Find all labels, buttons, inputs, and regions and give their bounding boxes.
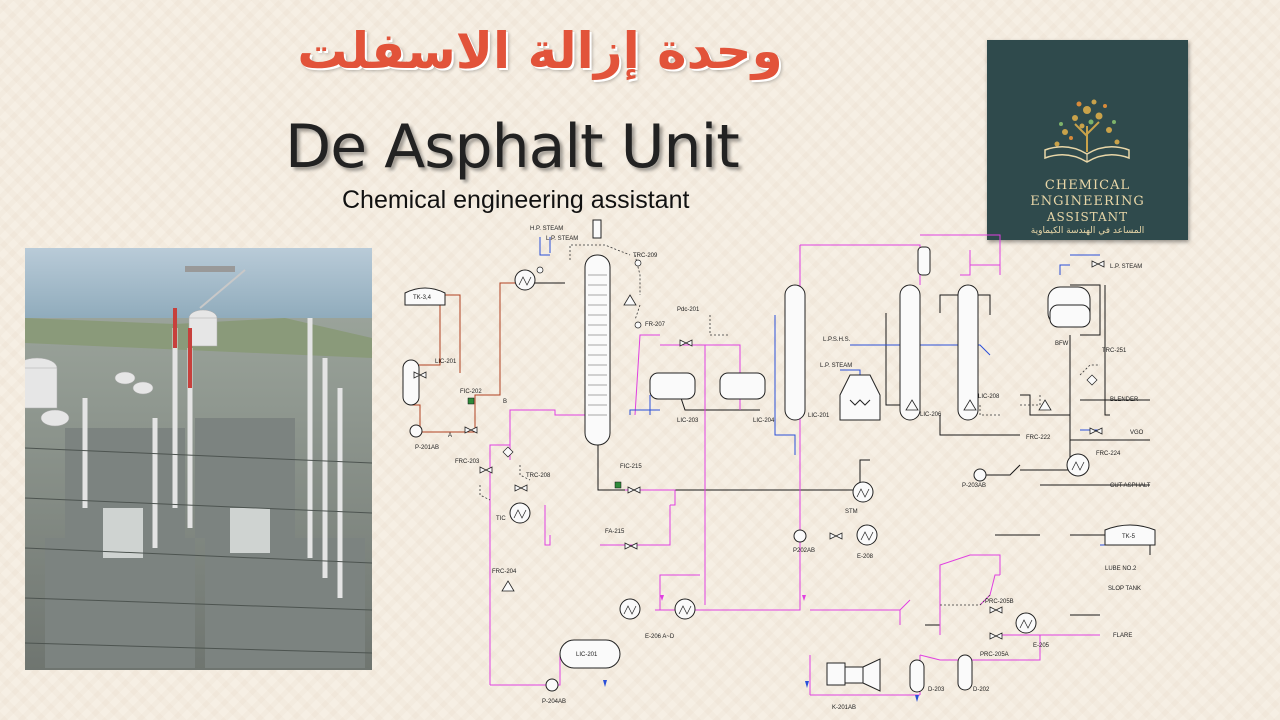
english-title: De Asphalt Unit	[285, 112, 740, 182]
label-trc251: TRC-251	[1102, 348, 1127, 354]
label-lp-steam-mid: L.P. STEAM	[820, 363, 852, 369]
label-prc205b: PRC-205B	[985, 599, 1014, 605]
label-lic201c: LIC-201	[808, 413, 830, 419]
label-frc222: FRC-222	[1026, 435, 1051, 441]
label-p202ab: P202AB	[793, 548, 815, 554]
label-hp-steam: H.P. STEAM	[530, 226, 563, 232]
label-p204ab: P-204AB	[542, 699, 566, 705]
label-frc204: FRC-204	[492, 569, 517, 575]
subtitle: Chemical engineering assistant	[342, 186, 690, 214]
main-column	[584, 219, 611, 446]
label-p203ab: P-203AB	[962, 483, 986, 489]
open-book-tree-icon	[1044, 99, 1130, 163]
label-frc224: FRC-224	[1096, 451, 1121, 457]
logo-line-1: CHEMICAL	[1044, 178, 1131, 193]
label-pdc201: Pdc-201	[677, 307, 700, 313]
label-fic202: FIC-202	[460, 389, 482, 395]
label-lic201: LIC-201	[435, 359, 457, 365]
label-lic204: LIC-204	[753, 418, 775, 424]
label-fic215: FIC-215	[620, 464, 642, 470]
refinery-aerial-photo	[25, 248, 372, 670]
label-prc205a: PRC-205A	[980, 652, 1009, 658]
label-lube-no2: LUBE NO.2	[1105, 566, 1137, 572]
label-flare: FLARE	[1113, 633, 1132, 639]
label-b: B	[503, 399, 507, 405]
label-slop-tank: SLOP TANK	[1108, 586, 1141, 592]
label-tk34: TK-3,4	[413, 295, 432, 301]
logo-line-2: ENGINEERING	[1030, 194, 1145, 209]
label-bfw: BFW	[1055, 341, 1069, 347]
label-blender: BLENDER	[1110, 397, 1139, 403]
label-k201ab: K-201AB	[832, 705, 856, 711]
label-lic203: LIC-203	[677, 418, 699, 424]
label-lic206: LIC-206	[920, 412, 942, 418]
logo-line-3: ASSISTANT	[1046, 210, 1129, 224]
label-d203: D-203	[928, 687, 945, 693]
label-lp-steam-right: L.P. STEAM	[1110, 264, 1142, 270]
label-stm: STM	[845, 509, 858, 515]
arabic-title: وحدة إزالة الاسفلت	[297, 22, 783, 80]
logo-arabic: المساعد في الهندسة الكيماوية	[1030, 226, 1145, 236]
label-lic201b: LIC-201	[576, 652, 598, 658]
logo: CHEMICAL ENGINEERING ASSISTANT المساعد ف…	[987, 40, 1188, 240]
process-flow-diagram: TK-3,4 LIC-201 FIC-202 B A P-201AB FRC-2…	[402, 219, 1156, 711]
label-vgo: VGO	[1130, 430, 1144, 436]
label-e205: E-205	[1033, 643, 1050, 649]
label-tic: TIC	[496, 516, 506, 522]
label-trc209: TRC-209	[633, 253, 658, 259]
label-tk5: TK-5	[1122, 534, 1136, 540]
label-fa215: FA-215	[605, 529, 625, 535]
label-e208: E-208	[857, 554, 874, 560]
label-lic208: LIC-208	[978, 394, 1000, 400]
label-trc208: TRC-208	[526, 473, 551, 479]
label-a: A	[448, 433, 452, 439]
label-e206: E-206 A~D	[645, 634, 675, 640]
label-p201ab: P-201AB	[415, 445, 439, 451]
label-cut-asphalt: CUT ASPHALT	[1110, 483, 1151, 489]
label-frc203: FRC-203	[455, 459, 480, 465]
label-fr207: FR-207	[645, 322, 666, 328]
label-d202: D-202	[973, 687, 990, 693]
label-lp-steam-top: L.P. STEAM	[546, 236, 578, 242]
label-lpshs: L.P.S.H.S.	[823, 337, 851, 343]
